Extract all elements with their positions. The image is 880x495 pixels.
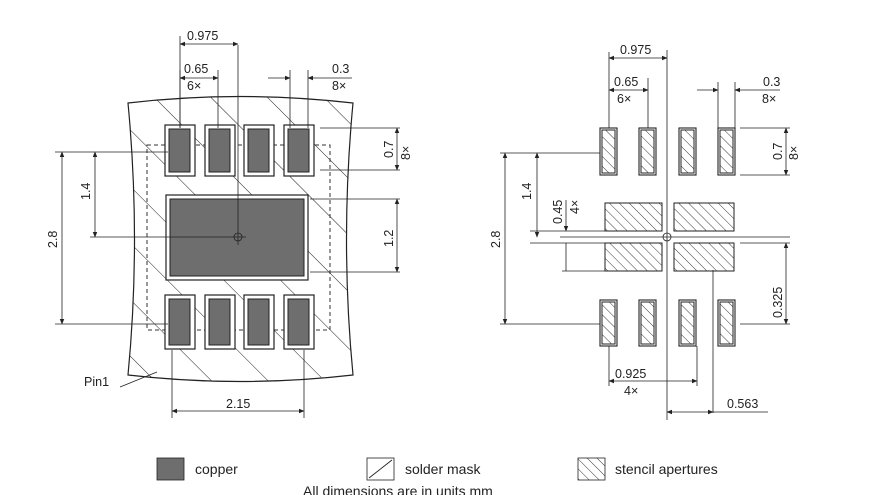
copper-pad <box>287 128 310 173</box>
stencil-pad <box>601 301 616 345</box>
dim-total-height: 2.8 <box>46 231 60 248</box>
stencil-pad <box>680 301 695 345</box>
center-mark <box>90 45 246 245</box>
copper-pad <box>287 298 310 346</box>
dim-total-height-right: 2.8 <box>489 231 503 248</box>
legend-stencil-label: stencil apertures <box>615 461 718 477</box>
right-footprint-view: 0.975 0.65 6× 0.3 8× 0.7 8× 1.4 2.8 0.45… <box>489 43 801 420</box>
dim-stencil-gap-count: 4× <box>568 200 582 214</box>
dim-stencil-offset: 0.563 <box>727 397 758 411</box>
center-mark-right <box>560 50 790 420</box>
dim-pad-length-right: 0.7 <box>771 143 785 160</box>
dim-center-pad-width: 2.15 <box>226 397 250 411</box>
stencil-pad <box>601 129 616 174</box>
dim-pad-width-count-right: 8× <box>762 92 776 106</box>
component-outline <box>146 144 331 331</box>
dim-pad-width-count: 8× <box>332 79 346 93</box>
dim-pin-pitch-count-right: 6× <box>617 92 631 106</box>
stencil-center-pad <box>673 242 735 272</box>
dim-pad-width: 0.3 <box>332 62 349 76</box>
dim-stencil-width: 0.925 <box>615 367 646 381</box>
stencil-apertures <box>601 129 735 345</box>
dim-half-height-right: 1.4 <box>520 183 534 200</box>
stencil-pad <box>719 301 734 345</box>
copper-pad <box>247 128 270 173</box>
dim-pad-length-count-right: 8× <box>787 146 801 160</box>
dim-pin-pitch-count: 6× <box>187 79 201 93</box>
legend-stencil-swatch <box>577 457 606 481</box>
copper-pad <box>168 298 191 346</box>
left-footprint-view: 0.975 0.65 6× 0.3 8× 0.7 8× 1.4 2.8 1.2 … <box>46 29 413 418</box>
copper-pad <box>247 298 270 346</box>
copper-pad <box>208 128 231 173</box>
dim-top-pitch-right: 0.975 <box>620 43 651 57</box>
stencil-center-pad <box>673 202 735 232</box>
legend-solder-mask-swatch <box>366 457 395 481</box>
stencil-center-pad <box>604 242 663 272</box>
dim-pad-length: 0.7 <box>382 141 396 158</box>
dim-stencil-width-count: 4× <box>624 384 638 398</box>
legend-solder-mask-label: solder mask <box>405 461 481 477</box>
footnote: All dimensions are in units mm <box>303 483 493 495</box>
dim-pin-pitch-right: 0.65 <box>614 75 638 89</box>
dim-pad-width-right: 0.3 <box>763 75 780 89</box>
stencil-pad <box>680 129 695 174</box>
copper-pads <box>168 128 310 346</box>
legend-copper-label: copper <box>195 461 238 477</box>
dim-top-pitch: 0.975 <box>187 29 218 43</box>
copper-pad <box>208 298 231 346</box>
stencil-pad <box>640 301 655 345</box>
dim-pad-length-count: 8× <box>399 146 413 160</box>
copper-pad <box>168 128 191 173</box>
dim-half-height: 1.4 <box>79 183 93 200</box>
stencil-pad <box>719 129 734 174</box>
dim-center-pad-height: 1.2 <box>382 230 396 247</box>
stencil-center-pad <box>604 202 663 232</box>
pin1-label: Pin1 <box>84 375 109 389</box>
dim-pin-pitch: 0.65 <box>184 62 208 76</box>
center-copper-pad <box>169 198 305 277</box>
dim-stencil-gap: 0.45 <box>551 200 565 224</box>
legend-copper-swatch <box>156 457 185 481</box>
stencil-pad <box>640 129 655 174</box>
dim-stencil-height: 0.325 <box>771 287 785 318</box>
legend: copper solder mask stencil apertures All… <box>156 457 718 495</box>
